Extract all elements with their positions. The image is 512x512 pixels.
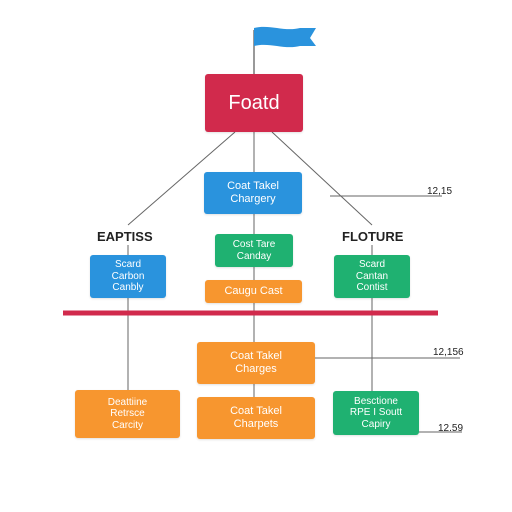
mid-orange-node: Coat Takel Charges — [197, 342, 315, 384]
bottom-center-node: Coat Takel Charpets — [197, 397, 315, 439]
root-node: Foatd — [205, 74, 303, 132]
left-branch-node: Scard Carbon Canbly — [90, 255, 166, 298]
center-orange-label: Caugu Cast — [224, 285, 283, 298]
bottom-left-node: Deattiine Retrsce Carcity — [75, 390, 180, 438]
connector-root-right — [271, 131, 373, 226]
bottom-center-label: Coat Takel Charpets — [230, 405, 282, 430]
top-child-node: Coat Takel Chargery — [204, 172, 302, 214]
center-green-node: Cost Tare Canday — [215, 234, 293, 267]
flag-icon — [254, 26, 316, 48]
top-child-label: Coat Takel Chargery — [227, 180, 279, 205]
right-branch-node: Scard Cantan Contist — [334, 255, 410, 298]
value-label-2: 12,156 — [433, 347, 464, 358]
value-label-1: 12,15 — [427, 186, 453, 197]
center-orange-node: Caugu Cast — [205, 280, 302, 303]
root-node-label: Foatd — [228, 91, 280, 114]
mid-orange-label: Coat Takel Charges — [230, 350, 282, 375]
right-branch-label: FLOTURE — [342, 229, 404, 244]
bottom-right-node: Besctione RPE I Soutt Capiry — [333, 391, 419, 435]
bottom-left-label: Deattiine Retrsce Carcity — [107, 396, 148, 431]
connector-root-left — [127, 131, 236, 226]
value-label-3: 12.59 — [438, 423, 464, 434]
left-branch-label: EAPTISS — [97, 229, 153, 244]
left-branch-node-label: Scard Carbon Canbly — [111, 259, 145, 294]
right-branch-node-label: Scard Cantan Contist — [355, 259, 389, 294]
bottom-right-label: Besctione RPE I Soutt Capiry — [349, 395, 403, 430]
center-green-label: Cost Tare Canday — [232, 239, 276, 262]
